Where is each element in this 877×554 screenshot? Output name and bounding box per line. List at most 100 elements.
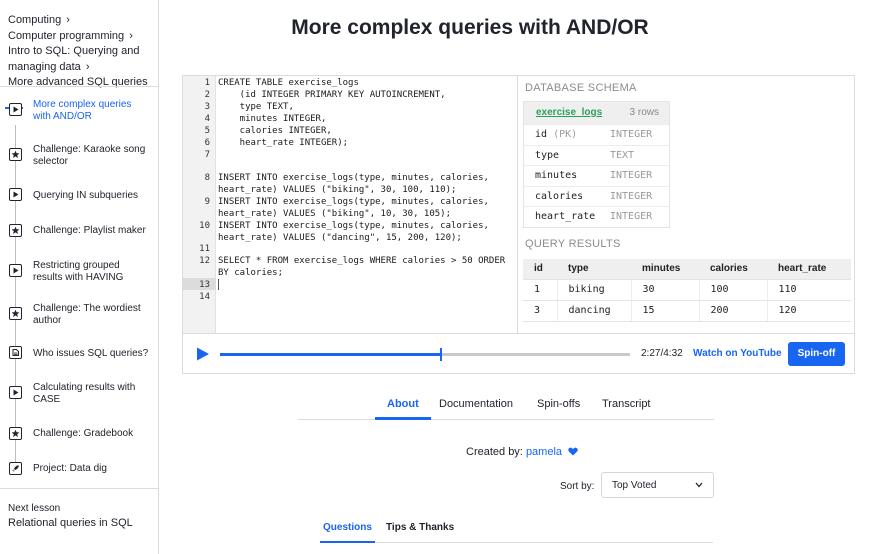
code-line: INSERT INTO exercise_logs(type, minutes,… bbox=[218, 221, 489, 231]
breadcrumb-item[interactable]: More advanced SQL queries bbox=[8, 76, 148, 88]
article-icon bbox=[9, 346, 22, 359]
table-cell: 200 bbox=[699, 300, 768, 322]
line-number: 14 bbox=[199, 292, 210, 302]
lesson-item-having[interactable]: Restricting grouped results with HAVING bbox=[0, 259, 158, 295]
rocket-icon bbox=[9, 462, 22, 475]
code-line: CREATE TABLE exercise_logs bbox=[218, 78, 359, 88]
video-icon bbox=[9, 386, 22, 399]
column-name: type bbox=[535, 149, 560, 161]
breadcrumb: Computing › Computer programming › Intro… bbox=[8, 13, 156, 91]
star-icon bbox=[9, 427, 22, 440]
column-header: minutes bbox=[631, 259, 699, 280]
output-pane: DATABASE SCHEMA exercise_logs 3 rows id … bbox=[519, 76, 854, 333]
author-link[interactable]: pamela bbox=[525, 446, 563, 458]
playback-bar: 2:27/4:32 Watch on YouTube Spin-off bbox=[183, 333, 854, 373]
discussion-tabs: Questions Tips & Thanks bbox=[320, 513, 713, 543]
sort-selected-value: Top Voted bbox=[612, 480, 657, 491]
schema-column-row: type TEXT bbox=[524, 144, 669, 166]
line-number: 6 bbox=[204, 138, 210, 148]
lesson-label: Challenge: Playlist maker bbox=[33, 225, 146, 236]
table-row: 3 dancing 15 200 120 bbox=[523, 300, 851, 322]
schema-column-row: calories INTEGER bbox=[524, 185, 669, 207]
column-type: INTEGER bbox=[610, 190, 653, 202]
column-name: calories bbox=[535, 190, 584, 202]
page-title: More complex queries with AND/OR bbox=[291, 16, 649, 39]
code-line: minutes INTEGER, bbox=[218, 114, 327, 124]
lesson-item-case[interactable]: Calculating results with CASE bbox=[0, 381, 158, 417]
schema-heading: DATABASE SCHEMA bbox=[525, 82, 637, 94]
breadcrumb-item[interactable]: Computing bbox=[8, 14, 62, 26]
tab-transcript[interactable]: Transcript bbox=[602, 398, 651, 410]
schema-table: exercise_logs 3 rows id (PK) INTEGER typ… bbox=[523, 101, 670, 228]
play-icon[interactable] bbox=[196, 347, 210, 361]
table-cell: 30 bbox=[631, 279, 700, 301]
star-icon bbox=[9, 224, 22, 237]
created-by-label: Created by: bbox=[466, 446, 523, 458]
lesson-item-querying-in[interactable]: Querying IN subqueries bbox=[0, 183, 158, 219]
code-line: heart_rate) VALUES ("biking", 30, 100, 1… bbox=[218, 185, 457, 195]
line-number: 7 bbox=[204, 150, 210, 160]
lesson-item-karaoke[interactable]: Challenge: Karaoke song selector bbox=[0, 143, 158, 179]
breadcrumb-item[interactable]: Computer programming bbox=[8, 29, 125, 42]
line-number: 1 bbox=[204, 78, 210, 88]
column-type: INTEGER bbox=[610, 170, 653, 182]
spin-off-button[interactable]: Spin-off bbox=[788, 342, 845, 366]
column-type: TEXT bbox=[610, 149, 635, 161]
lesson-label: Challenge: Karaoke song selector bbox=[33, 144, 146, 167]
breadcrumb-separator: › bbox=[66, 14, 70, 26]
primary-key-tag: (PK) bbox=[547, 129, 578, 140]
line-number: 11 bbox=[199, 244, 210, 254]
lesson-label: Querying IN subqueries bbox=[33, 190, 139, 201]
lesson-item-gradebook[interactable]: Challenge: Gradebook bbox=[0, 421, 158, 457]
video-icon bbox=[9, 103, 22, 116]
line-number: 2 bbox=[204, 90, 210, 100]
table-cell: dancing bbox=[557, 300, 632, 322]
tab-about[interactable]: About bbox=[375, 398, 431, 420]
playback-time: 2:27/4:32 bbox=[641, 348, 683, 359]
schema-column-row: heart_rate INTEGER bbox=[524, 206, 669, 227]
tab-documentation[interactable]: Documentation bbox=[439, 398, 513, 410]
watch-on-youtube-link[interactable]: Watch on YouTube bbox=[693, 348, 782, 359]
code-line: calories INTEGER, bbox=[218, 126, 332, 136]
tab-questions[interactable]: Questions bbox=[320, 522, 375, 543]
lesson-label: Calculating results with CASE bbox=[33, 382, 136, 405]
text-cursor bbox=[218, 279, 219, 290]
progress-scrubber[interactable] bbox=[220, 348, 630, 361]
line-number: 3 bbox=[204, 102, 210, 112]
lesson-item-data-dig[interactable]: Project: Data dig bbox=[0, 456, 158, 492]
progress-handle[interactable] bbox=[440, 348, 443, 361]
lesson-item-complex-queries[interactable]: More complex queries with AND/OR bbox=[0, 98, 158, 134]
table-cell: 3 bbox=[523, 300, 558, 322]
next-lesson-link[interactable]: Relational queries in SQL bbox=[8, 517, 133, 529]
schema-table-name[interactable]: exercise_logs bbox=[536, 107, 603, 118]
code-editor[interactable]: 1 2 3 4 5 6 7 8 9 10 11 12 13 14 CREATE … bbox=[183, 76, 518, 333]
lesson-item-wordiest-author[interactable]: Challenge: The wordiest author bbox=[0, 302, 158, 338]
line-number: 8 bbox=[204, 173, 210, 183]
line-number: 12 bbox=[199, 256, 210, 266]
table-cell: 15 bbox=[631, 300, 700, 322]
tab-tips-and-thanks[interactable]: Tips & Thanks bbox=[386, 522, 455, 533]
column-header: id bbox=[523, 259, 557, 280]
lesson-item-playlist[interactable]: Challenge: Playlist maker bbox=[0, 218, 158, 254]
star-icon bbox=[9, 307, 22, 320]
star-icon bbox=[9, 148, 22, 161]
progress-fill bbox=[220, 353, 442, 356]
breadcrumb-separator: › bbox=[129, 29, 133, 42]
schema-row-count: 3 rows bbox=[629, 107, 659, 118]
heart-icon bbox=[568, 447, 578, 456]
lesson-label: Challenge: The wordiest author bbox=[33, 303, 141, 326]
code-line: heart_rate INTEGER); bbox=[218, 138, 349, 148]
table-cell: 120 bbox=[767, 300, 851, 322]
sort-dropdown[interactable]: Top Voted bbox=[601, 472, 714, 498]
breadcrumb-item[interactable]: Intro to SQL: Querying and managing data bbox=[8, 45, 140, 73]
column-header: type bbox=[557, 259, 631, 280]
code-line: SELECT * FROM exercise_logs WHERE calori… bbox=[218, 256, 506, 266]
created-by: Created by: pamela bbox=[466, 446, 578, 458]
tab-spin-offs[interactable]: Spin-offs bbox=[537, 398, 581, 410]
next-lesson-label: Next lesson bbox=[8, 503, 61, 514]
line-number-gutter: 1 2 3 4 5 6 7 8 9 10 11 12 13 14 bbox=[183, 76, 216, 333]
line-number: 4 bbox=[204, 114, 210, 124]
schema-table-header: exercise_logs 3 rows bbox=[524, 102, 669, 124]
lesson-label: Who issues SQL queries? bbox=[33, 348, 149, 359]
lesson-item-who-issues[interactable]: Who issues SQL queries? bbox=[0, 341, 158, 377]
